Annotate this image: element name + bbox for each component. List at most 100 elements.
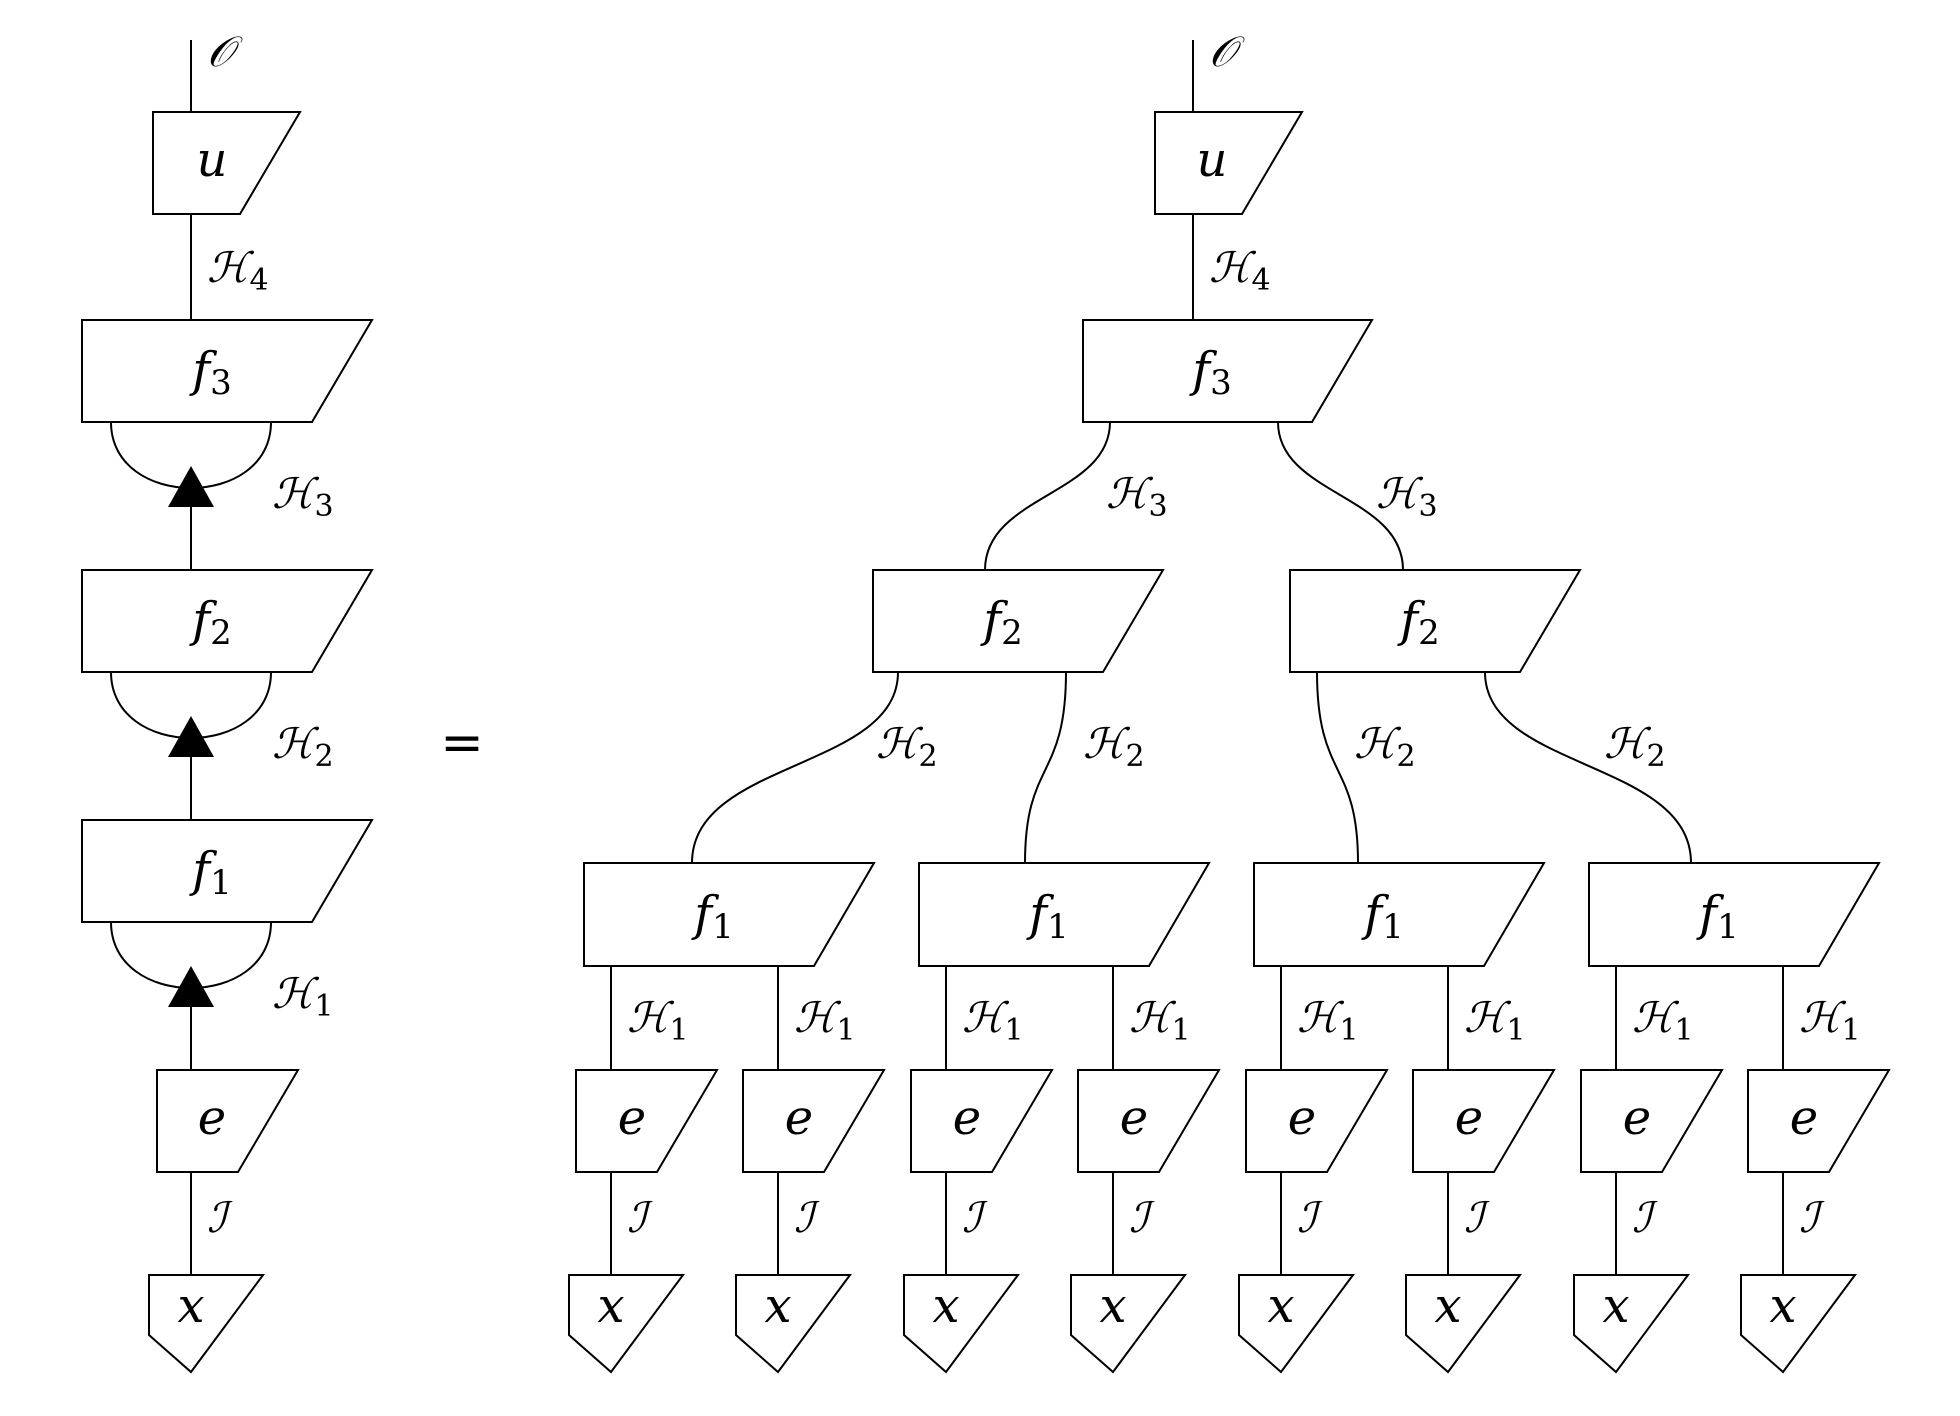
leaf-i-label: ℐ — [1464, 1193, 1490, 1242]
leaf-branch: ℋ1 eℐx — [735, 966, 886, 1374]
right-f2-box-1 — [872, 569, 1165, 673]
right-f1-label-1: f1 — [691, 886, 733, 947]
leaf-branch: ℋ1 eℐx — [1405, 966, 1556, 1374]
leaf-x-state — [1573, 1274, 1690, 1374]
equals-sign: = — [440, 713, 484, 773]
right-h2-label-4: ℋ2 — [1604, 719, 1666, 774]
left-output-label: 𝒪 — [207, 27, 243, 76]
right-h3-wire-1 — [984, 421, 1111, 571]
left-e-label: e — [198, 1090, 226, 1146]
right-f1-box-3 — [1253, 862, 1546, 967]
leaf-e-box — [575, 1069, 719, 1173]
left-diagram: 𝒪 u ℋ4 f3 ℋ3 f2 ℋ2 f1 ℋ1 e ℐ x — [81, 27, 374, 1374]
left-f1-box — [81, 819, 374, 923]
leaf-e-label: e — [1120, 1090, 1148, 1146]
leaf-h1-label: ℋ1 — [962, 993, 1024, 1048]
leaf-x-state — [1740, 1274, 1857, 1374]
leaf-i-label: ℐ — [1632, 1193, 1658, 1242]
leaf-e-label: e — [1455, 1090, 1483, 1146]
right-output-label: 𝒪 — [1209, 27, 1245, 76]
leaf-x-state — [903, 1274, 1020, 1374]
leaf-e-label: e — [1288, 1090, 1316, 1146]
left-h4-label: ℋ4 — [207, 243, 269, 298]
leaf-x-label: x — [1434, 1278, 1461, 1334]
leaf-e-box — [910, 1069, 1054, 1173]
leaf-e-label: e — [1790, 1090, 1818, 1146]
left-copy-triangle-3 — [168, 466, 214, 507]
left-f2-label: f2 — [189, 592, 231, 653]
leaf-h1-label: ℋ1 — [1129, 993, 1191, 1048]
leaf-e-box — [1077, 1069, 1221, 1173]
right-f1-box-1 — [583, 862, 876, 967]
right-h2-wire-4 — [1484, 671, 1692, 864]
leaf-branch: ℋ1 eℐx — [1740, 966, 1891, 1374]
left-h2-label: ℋ2 — [272, 719, 334, 774]
leaf-x-label: x — [1267, 1278, 1294, 1334]
left-x-state — [148, 1274, 265, 1374]
leaf-i-label: ℐ — [1297, 1193, 1323, 1242]
left-copy-triangle-1 — [168, 966, 214, 1007]
left-u-box — [152, 111, 302, 215]
right-u-box — [1154, 111, 1304, 215]
leaf-e-box — [1245, 1069, 1389, 1173]
left-x-label: x — [177, 1278, 204, 1334]
leaf-branch: ℋ1 eℐx — [1238, 966, 1389, 1374]
leaf-x-state — [568, 1274, 685, 1374]
leaf-x-state — [1405, 1274, 1522, 1374]
leaf-e-box — [1412, 1069, 1556, 1173]
leaf-x-label: x — [764, 1278, 791, 1334]
right-h3-label-1: ℋ3 — [1106, 469, 1168, 524]
left-h3-label: ℋ3 — [272, 469, 334, 524]
right-h2-label-2: ℋ2 — [1083, 719, 1145, 774]
right-f3-box — [1082, 319, 1374, 423]
leaf-branch: ℋ1 eℐx — [1573, 966, 1724, 1374]
leaf-e-box — [1580, 1069, 1724, 1173]
leaf-e-label: e — [1623, 1090, 1651, 1146]
leaf-x-label: x — [932, 1278, 959, 1334]
leaf-h1-label: ℋ1 — [627, 993, 689, 1048]
leaf-h1-label: ℋ1 — [1799, 993, 1861, 1048]
leaf-h1-label: ℋ1 — [1297, 993, 1359, 1048]
right-h2-wire-1 — [691, 671, 899, 864]
right-f1-box-2 — [918, 862, 1211, 967]
leaf-e-label: e — [953, 1090, 981, 1146]
left-f2-box — [81, 569, 374, 673]
right-u-label: u — [1197, 132, 1228, 188]
leaf-h1-label: ℋ1 — [794, 993, 856, 1048]
left-e-box — [156, 1069, 300, 1173]
right-f2-box-2 — [1289, 569, 1582, 673]
leaf-x-label: x — [1769, 1278, 1796, 1334]
leaf-e-label: e — [785, 1090, 813, 1146]
left-f3-box — [81, 319, 374, 423]
left-copy-triangle-2 — [168, 716, 214, 757]
leaf-i-label: ℐ — [794, 1193, 820, 1242]
leaf-x-state — [1070, 1274, 1187, 1374]
leaf-h1-label: ℋ1 — [1464, 993, 1526, 1048]
left-i-label: ℐ — [207, 1193, 233, 1242]
leaf-x-label: x — [1099, 1278, 1126, 1334]
leaf-h1-label: ℋ1 — [1632, 993, 1694, 1048]
leaf-branch: ℋ1 eℐx — [903, 966, 1054, 1374]
right-f1-box-4 — [1588, 862, 1881, 967]
leaf-x-label: x — [1602, 1278, 1629, 1334]
leaf-e-box — [1747, 1069, 1891, 1173]
left-h1-label: ℋ1 — [272, 969, 334, 1024]
leaf-i-label: ℐ — [627, 1193, 653, 1242]
right-h3-label-2: ℋ3 — [1376, 469, 1438, 524]
leaf-e-label: e — [618, 1090, 646, 1146]
right-h4-label: ℋ4 — [1209, 243, 1271, 298]
right-h3-wire-2 — [1277, 421, 1404, 571]
leaf-i-label: ℐ — [1129, 1193, 1155, 1242]
leaf-x-state — [1238, 1274, 1355, 1374]
right-h2-label-3: ℋ2 — [1354, 719, 1416, 774]
leaf-x-state — [735, 1274, 852, 1374]
leaf-i-label: ℐ — [1799, 1193, 1825, 1242]
leaf-i-label: ℐ — [962, 1193, 988, 1242]
right-h2-label-1: ℋ2 — [876, 719, 938, 774]
left-u-label: u — [197, 132, 228, 188]
right-h2-wire-2 — [1024, 671, 1067, 864]
